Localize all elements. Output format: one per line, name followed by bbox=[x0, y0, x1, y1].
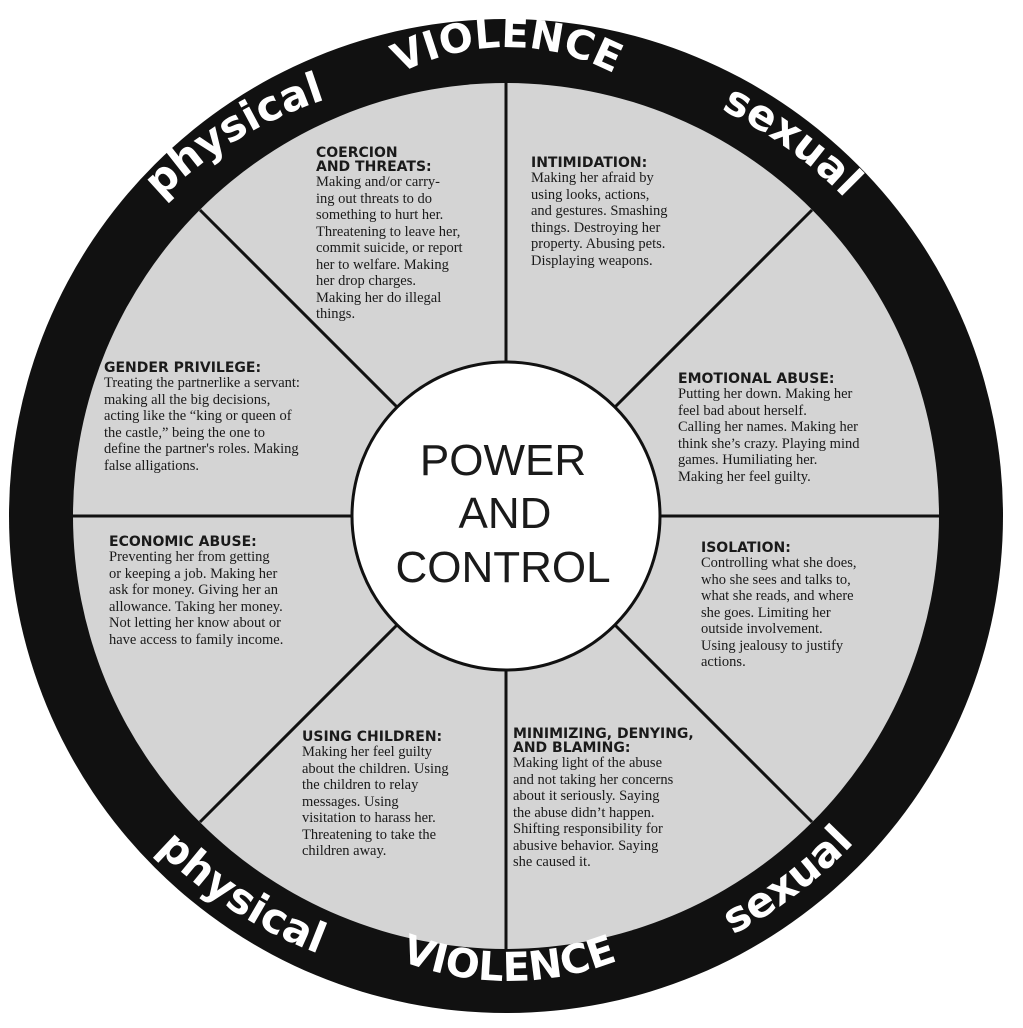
segment-title: ECONOMIC ABUSE: bbox=[109, 534, 257, 550]
segment-text: Treating the partnerlike a servant: maki… bbox=[104, 375, 300, 474]
segment-text: Making her afraid by using looks, action… bbox=[531, 170, 668, 269]
segment-text: Making and/or carry- ing out threats to … bbox=[316, 174, 463, 322]
segment-isolation: ISOLATION: Controlling what she does, wh… bbox=[701, 541, 911, 671]
segment-text: Controlling what she does, who she sees … bbox=[701, 555, 857, 670]
segment-emotional-abuse: EMOTIONAL ABUSE: Putting her down. Makin… bbox=[678, 372, 908, 485]
segment-title: EMOTIONAL ABUSE: bbox=[678, 371, 835, 387]
segment-intimidation: INTIMIDATION: Making her afraid by using… bbox=[531, 156, 731, 269]
segment-title: MINIMIZING, DENYING, AND BLAMING: bbox=[513, 726, 694, 756]
segment-using-children: USING CHILDREN: Making her feel guilty a… bbox=[302, 730, 502, 860]
segment-title: GENDER PRIVILEGE: bbox=[104, 360, 262, 376]
center-line-control: CONTROL bbox=[395, 543, 610, 592]
segment-title: ISOLATION: bbox=[701, 540, 791, 556]
segment-dividers bbox=[73, 83, 939, 949]
center-line-power: POWER bbox=[420, 436, 586, 485]
segment-minimizing-denying-blaming: MINIMIZING, DENYING, AND BLAMING: Making… bbox=[513, 727, 733, 871]
segment-economic-abuse: ECONOMIC ABUSE: Preventing her from gett… bbox=[109, 535, 349, 648]
segment-coercion-and-threats: COERCION AND THREATS: Making and/or carr… bbox=[316, 146, 506, 323]
segment-gender-privilege: GENDER PRIVILEGE: Treating the partnerli… bbox=[104, 361, 364, 474]
segment-text: Putting her down. Making her feel bad ab… bbox=[678, 386, 860, 485]
segment-text: Preventing her from getting or keeping a… bbox=[109, 549, 284, 648]
segment-text: Making light of the abuse and not taking… bbox=[513, 755, 674, 870]
segment-title: USING CHILDREN: bbox=[302, 729, 443, 745]
center-hub bbox=[350, 360, 662, 672]
segment-title: COERCION AND THREATS: bbox=[316, 145, 432, 175]
center-line-and: AND bbox=[459, 489, 552, 538]
segment-text: Making her feel guilty about the childre… bbox=[302, 744, 449, 859]
segment-title: INTIMIDATION: bbox=[531, 155, 648, 171]
